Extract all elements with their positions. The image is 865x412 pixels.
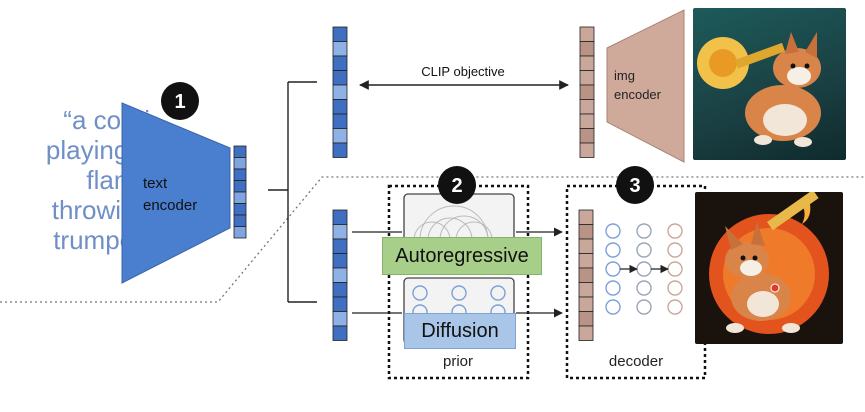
- embedding-cell: [332, 41, 348, 57]
- embedding-cell: [578, 267, 594, 283]
- embedding-cell: [233, 214, 247, 227]
- prior-label: prior: [443, 353, 473, 370]
- corgi-trumpet-image: [693, 8, 846, 160]
- image-embedding-vector: [579, 26, 595, 158]
- svg-text:2: 2: [451, 175, 462, 197]
- embedding-cell: [579, 26, 595, 42]
- network-node: [605, 223, 621, 239]
- decoder-label: decoder: [609, 353, 663, 370]
- diffusion-label: Diffusion: [404, 313, 516, 349]
- autoregressive-arcs: [413, 205, 493, 241]
- text-encoder-label: text: [143, 175, 168, 192]
- clip-objective-label: CLIP objective: [421, 64, 505, 79]
- network-node: [667, 299, 683, 315]
- network-node: [636, 261, 652, 277]
- embedding-cell: [332, 311, 348, 327]
- embedding-cell: [578, 282, 594, 298]
- embedding-cell: [578, 311, 594, 327]
- embedding-cell: [578, 209, 594, 225]
- decoder-image-embedding: [578, 209, 594, 341]
- embedding-cell: [332, 113, 348, 129]
- embedding-cell: [579, 128, 595, 144]
- network-node: [605, 299, 621, 315]
- prior-input-embedding: [332, 209, 348, 341]
- img-encoder-shape: [606, 9, 685, 163]
- network-node: [667, 223, 683, 239]
- img-encoder-label: img: [614, 68, 635, 83]
- embedding-cell: [332, 55, 348, 71]
- embedding-cell: [233, 157, 247, 170]
- text-encoder-shape: [121, 102, 231, 284]
- network-node: [667, 280, 683, 296]
- network-node: [636, 223, 652, 239]
- network-node: [636, 299, 652, 315]
- embedding-cell: [233, 203, 247, 216]
- network-node: [605, 242, 621, 258]
- network-node: [636, 280, 652, 296]
- step-badge-3: 3: [616, 166, 654, 204]
- embedding-cell: [579, 142, 595, 158]
- network-node: [636, 242, 652, 258]
- corgi-flame-trumpet-image: [695, 192, 843, 344]
- step-badge-2: 2: [438, 166, 476, 204]
- embedding-cell: [578, 325, 594, 341]
- network-node: [667, 261, 683, 277]
- embedding-cell: [233, 191, 247, 204]
- embedding-cell: [578, 253, 594, 269]
- text-embedding-vector: [233, 145, 247, 239]
- svg-text:1: 1: [174, 91, 185, 113]
- img-encoder-label: encoder: [614, 87, 662, 102]
- network-node: [667, 242, 683, 258]
- embedding-cell: [578, 296, 594, 312]
- network-node: [605, 280, 621, 296]
- corgi-image-illustration: [697, 32, 821, 147]
- embedding-cell: [579, 113, 595, 129]
- embedding-cell: [233, 145, 247, 158]
- diffusion-nodes: [412, 285, 506, 320]
- embedding-cell: [332, 282, 348, 298]
- network-node: [605, 261, 621, 277]
- corgi-image-illustration: [709, 192, 829, 334]
- embedding-cell: [332, 209, 348, 225]
- embedding-cell: [233, 168, 247, 181]
- embedding-cell: [332, 142, 348, 158]
- embedding-cell: [332, 99, 348, 115]
- embedding-cell: [233, 180, 247, 193]
- clip-text-embedding: [332, 26, 348, 158]
- branch-connector: [268, 81, 317, 303]
- embedding-cell: [332, 128, 348, 144]
- embedding-cell: [578, 224, 594, 240]
- embedding-cell: [332, 26, 348, 42]
- prior-box: [387, 184, 530, 380]
- embedding-cell: [233, 226, 247, 239]
- embedding-cell: [332, 84, 348, 100]
- embedding-cell: [579, 41, 595, 57]
- svg-text:3: 3: [629, 175, 640, 197]
- embedding-cell: [332, 224, 348, 240]
- embedding-cell: [332, 267, 348, 283]
- step-badge-1: 1: [161, 82, 199, 120]
- embedding-cell: [579, 99, 595, 115]
- autoregressive-label: Autoregressive: [382, 237, 542, 275]
- embedding-cell: [332, 238, 348, 254]
- embedding-cell: [332, 296, 348, 312]
- embedding-cell: [578, 238, 594, 254]
- embedding-cell: [579, 55, 595, 71]
- embedding-cell: [579, 70, 595, 86]
- embedding-cell: [332, 70, 348, 86]
- embedding-cell: [332, 325, 348, 341]
- decoder-network: [605, 223, 683, 315]
- text-encoder-label: encoder: [143, 197, 197, 214]
- embedding-cell: [579, 84, 595, 100]
- embedding-cell: [332, 253, 348, 269]
